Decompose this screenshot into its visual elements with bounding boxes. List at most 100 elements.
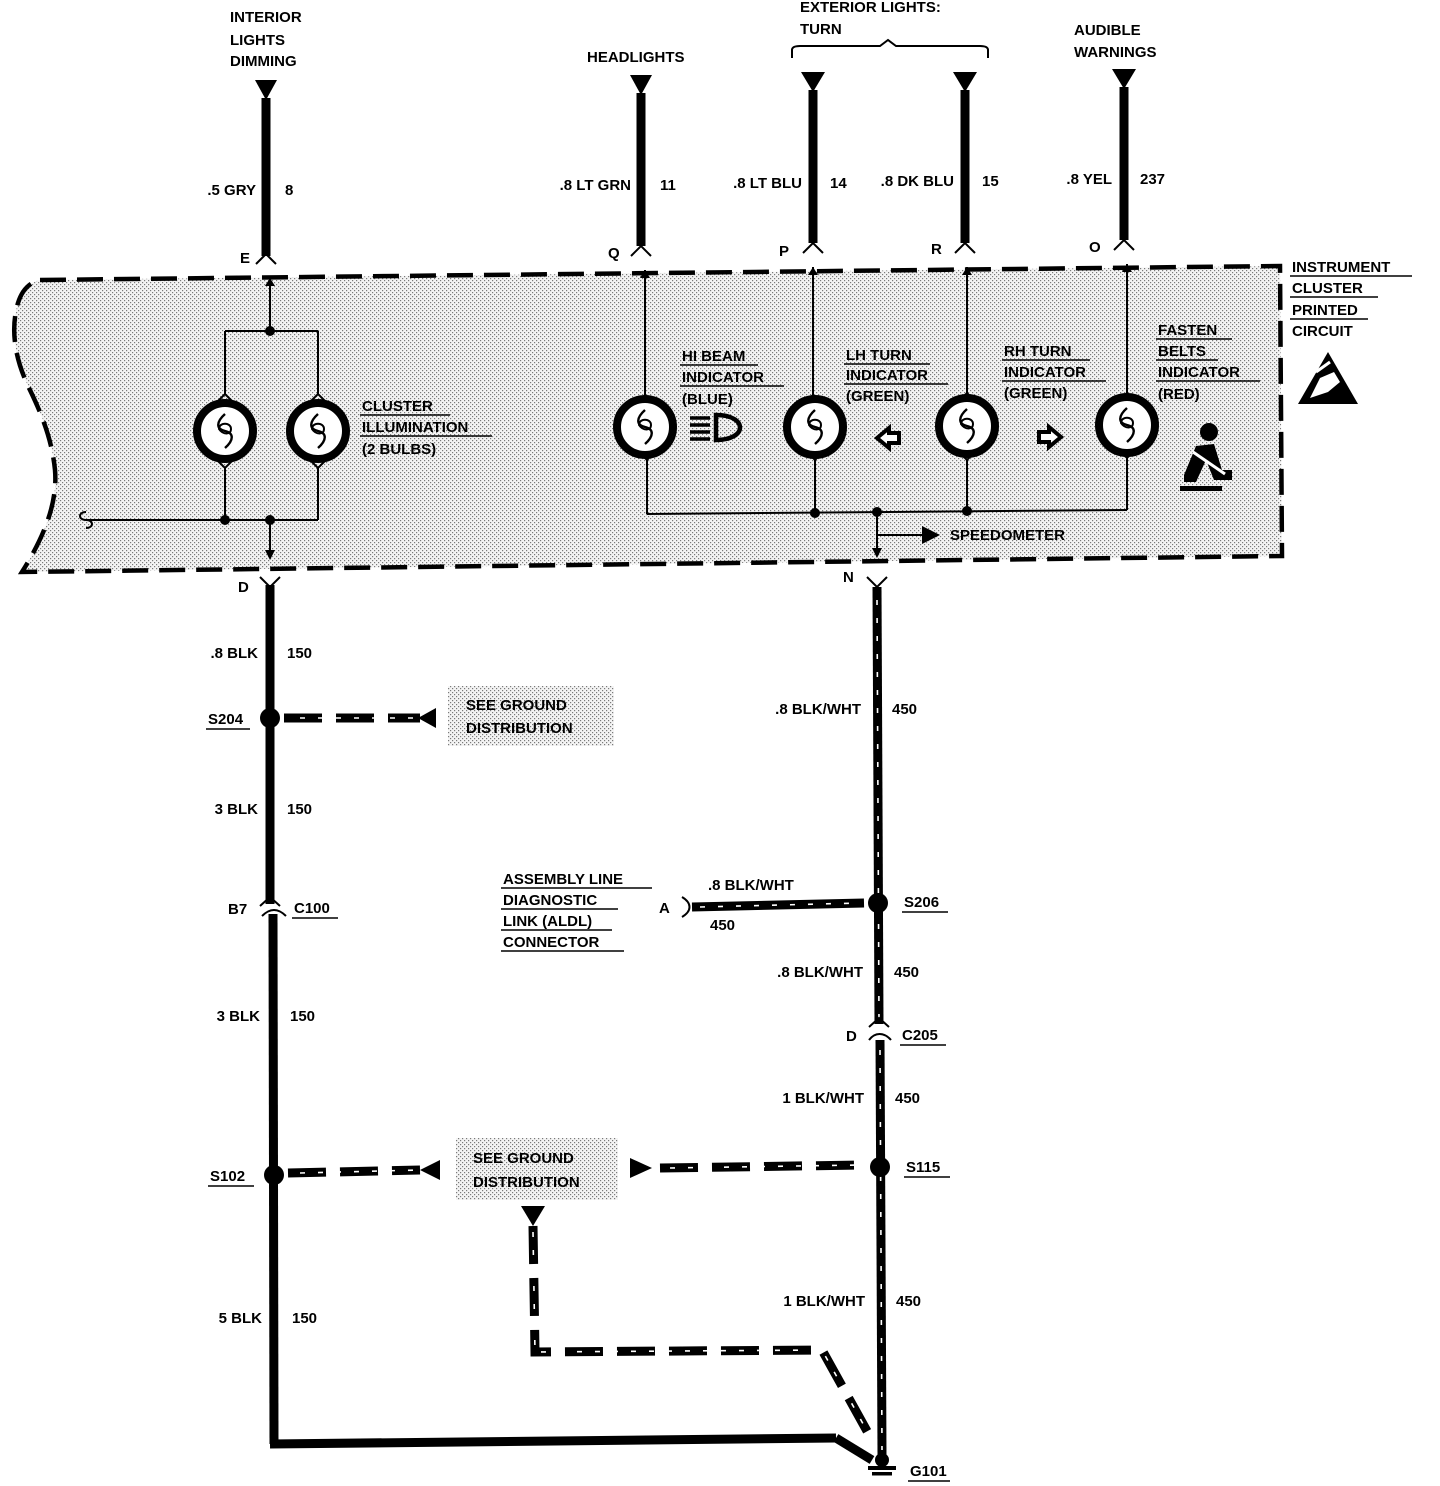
wire-label-audible: .8 YEL	[1066, 171, 1112, 188]
svg-text:INTERIOR: INTERIOR	[230, 9, 302, 26]
s115-label: S115	[904, 1159, 950, 1178]
s102-label: S102	[208, 1168, 254, 1187]
wire-label-lh: .8 LT BLU	[733, 175, 802, 192]
c100-label: C100	[292, 900, 338, 919]
s204-label: S204	[206, 711, 250, 730]
left-wire-4: 5 BLK	[219, 1310, 263, 1327]
left-wire-1: .8 BLK	[210, 645, 258, 662]
svg-text:G101: G101	[910, 1463, 947, 1480]
c100-connector-icon	[259, 895, 287, 917]
svg-text:S115: S115	[906, 1159, 940, 1176]
right-circuit-4: 450	[896, 1293, 921, 1310]
cluster-illumination-label: CLUSTER ILLUMINATION (2 BULBS)	[360, 398, 492, 458]
svg-text:CLUSTER: CLUSTER	[1292, 280, 1363, 297]
c205-connector-icon	[868, 1016, 892, 1041]
svg-text:LIGHTS: LIGHTS	[230, 32, 285, 49]
svg-text:CIRCUIT: CIRCUIT	[1292, 323, 1353, 340]
hi-beam-symbol-icon	[690, 412, 743, 443]
svg-text:SEE GROUND: SEE GROUND	[473, 1150, 574, 1167]
aldl-circuit-label: 450	[710, 917, 735, 934]
audible-title: AUDIBLE WARNINGS	[1074, 22, 1157, 61]
svg-text:(RED): (RED)	[1158, 386, 1200, 403]
svg-text:CLUSTER: CLUSTER	[362, 398, 433, 415]
circuit-label-audible: 237	[1140, 171, 1165, 188]
esd-warning-icon	[1298, 352, 1358, 404]
exterior-lights-brace	[791, 38, 989, 58]
s115-ground-dash	[659, 1160, 867, 1173]
right-circuit-3: 450	[895, 1090, 920, 1107]
rh-turn-arrow-icon	[1037, 422, 1065, 452]
top-wire-arrowheads	[255, 69, 1136, 100]
svg-text:C100: C100	[294, 900, 330, 917]
right-wire-2: .8 BLK/WHT	[777, 964, 863, 981]
aldl-label: ASSEMBLY LINE DIAGNOSTIC LINK (ALDL) CON…	[501, 871, 652, 952]
see-ground-text-lower: SEE GROUND DISTRIBUTION	[473, 1150, 580, 1191]
seat-belt-person-icon	[1180, 423, 1232, 491]
g101-ground-branch	[521, 1206, 876, 1443]
svg-text:DISTRIBUTION: DISTRIBUTION	[473, 1174, 580, 1191]
wire-label-rh: .8 DK BLU	[881, 173, 954, 190]
hi-beam-bulb-icon	[617, 399, 673, 455]
svg-text:ASSEMBLY LINE: ASSEMBLY LINE	[503, 871, 623, 888]
s102-splice	[264, 1165, 284, 1185]
rh-turn-bulb-icon	[939, 398, 995, 454]
circuit-label-headlights: 11	[660, 177, 676, 194]
s206-splice	[868, 893, 888, 913]
s206-label: S206	[902, 894, 948, 913]
svg-text:C205: C205	[902, 1027, 938, 1044]
circuit-label-rh: 15	[982, 173, 999, 190]
interior-title: INTERIOR LIGHTS DIMMING	[230, 9, 302, 70]
svg-text:SEE GROUND: SEE GROUND	[466, 697, 567, 714]
pin-e: E	[240, 250, 250, 267]
lh-turn-label: LH TURN INDICATOR (GREEN)	[844, 347, 948, 405]
pin-p: P	[779, 243, 789, 260]
see-ground-text-upper: SEE GROUND DISTRIBUTION	[466, 697, 573, 737]
c205-pin-label: D	[846, 1028, 857, 1045]
right-wire-1: .8 BLK/WHT	[775, 701, 861, 718]
s204-splice	[260, 708, 280, 728]
svg-text:INDICATOR: INDICATOR	[1158, 364, 1240, 381]
svg-text:LINK (ALDL): LINK (ALDL)	[503, 913, 592, 930]
rh-turn-label: RH TURN INDICATOR (GREEN)	[1002, 343, 1106, 402]
svg-text:ILLUMINATION: ILLUMINATION	[362, 419, 468, 436]
svg-text:(GREEN): (GREEN)	[1004, 385, 1067, 402]
headlights-title: HEADLIGHTS	[587, 49, 685, 66]
svg-text:(2 BULBS): (2 BULBS)	[362, 441, 436, 458]
wire-label-interior: .5 GRY	[207, 182, 256, 199]
right-ground-wire	[866, 576, 888, 1456]
pin-q: Q	[608, 245, 620, 262]
fasten-belts-bulb-icon	[1099, 397, 1155, 453]
svg-text:AUDIBLE: AUDIBLE	[1074, 22, 1141, 39]
c205-label: C205	[900, 1027, 946, 1046]
svg-text:S204: S204	[208, 711, 244, 728]
left-wire-2: 3 BLK	[215, 801, 259, 818]
svg-text:FASTEN: FASTEN	[1158, 322, 1217, 339]
svg-text:WARNINGS: WARNINGS	[1074, 44, 1157, 61]
left-circuit-2: 150	[287, 801, 312, 818]
svg-text:S102: S102	[210, 1168, 245, 1185]
top-wires	[261, 87, 1129, 256]
aldl-pin: A	[659, 900, 670, 917]
pin-o: O	[1089, 239, 1101, 256]
svg-text:DIAGNOSTIC: DIAGNOSTIC	[503, 892, 597, 909]
svg-text:CONNECTOR: CONNECTOR	[503, 934, 600, 951]
top-connector-forks	[255, 238, 1135, 265]
cluster-illumination-bulb-2-icon	[290, 403, 346, 459]
hi-beam-label: HI BEAM INDICATOR (BLUE)	[680, 348, 784, 408]
svg-text:INDICATOR: INDICATOR	[1004, 364, 1086, 381]
s115-splice	[870, 1157, 890, 1177]
svg-text:S206: S206	[904, 894, 939, 911]
svg-text:INDICATOR: INDICATOR	[682, 369, 764, 386]
exterior-lights-title: EXTERIOR LIGHTS: TURN	[800, 0, 941, 38]
left-circuit-1: 150	[287, 645, 312, 662]
right-wire-3: 1 BLK/WHT	[782, 1090, 864, 1107]
svg-text:PRINTED: PRINTED	[1292, 302, 1358, 319]
lh-turn-bulb-icon	[787, 399, 843, 455]
svg-text:(GREEN): (GREEN)	[846, 388, 909, 405]
svg-text:DIMMING: DIMMING	[230, 53, 297, 70]
g101-label: G101	[908, 1463, 950, 1482]
pin-d-left: D	[238, 579, 249, 596]
speedometer-label: SPEEDOMETER	[950, 527, 1065, 544]
right-circuit-1: 450	[892, 701, 917, 718]
